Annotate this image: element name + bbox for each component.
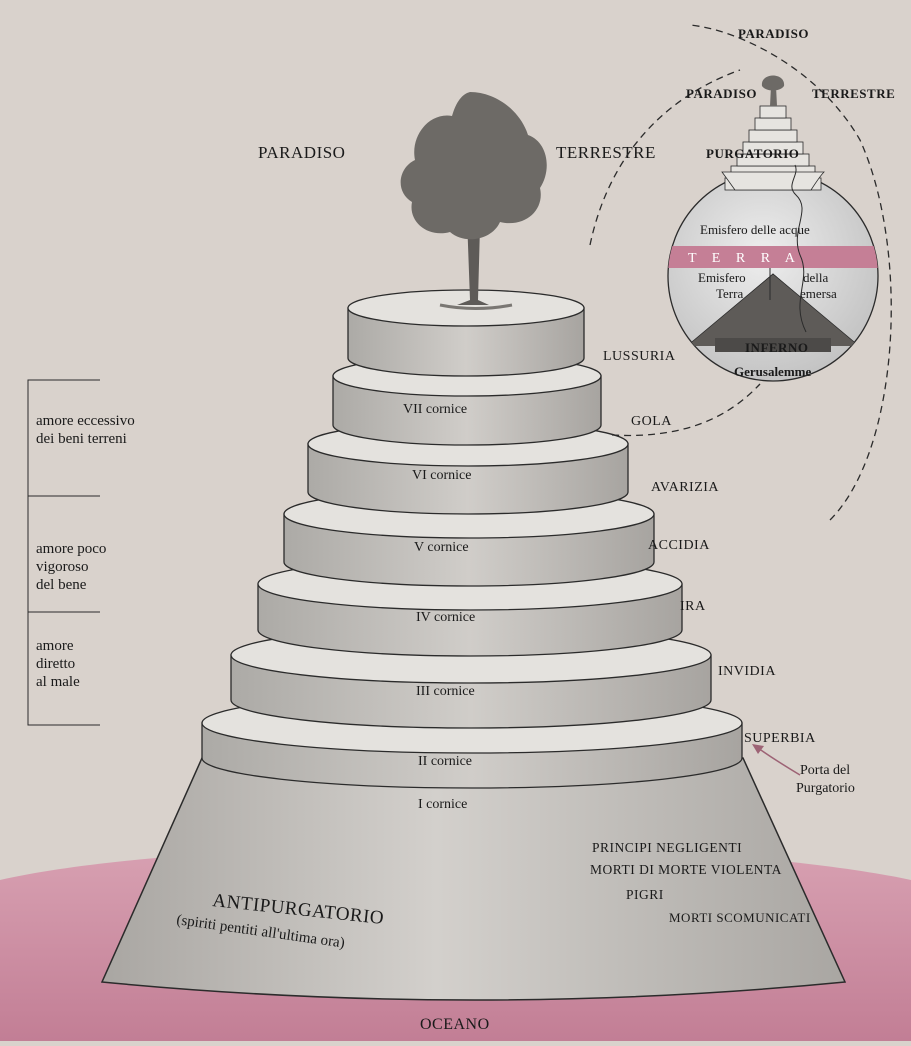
cornice-wall <box>347 307 585 377</box>
cornice-label: I cornice <box>418 797 467 812</box>
love-label-line: al male <box>36 674 80 690</box>
dashed-arc-outer <box>689 24 892 521</box>
inset-paradiso-terrestre-left: PARADISO <box>686 86 757 101</box>
love-label-line: del bene <box>36 577 87 593</box>
earth-inset <box>667 75 879 382</box>
inset-gerusalemme: Gerusalemme <box>734 364 811 379</box>
tree-icon <box>400 92 547 310</box>
terra-band <box>668 246 878 268</box>
inset-inferno: INFERNO <box>745 340 808 355</box>
inset-emisfero-terra-left-1: Emisfero <box>698 270 746 285</box>
cornice-label: VII cornice <box>403 402 467 417</box>
cornice-label: V cornice <box>414 540 469 555</box>
cornice-label: II cornice <box>418 754 472 769</box>
inferno-base <box>715 338 831 352</box>
inset-emisfero-terra-left-2: Terra <box>716 286 743 301</box>
porta-arrow <box>757 747 801 776</box>
cornici-group <box>201 289 743 789</box>
porta-label-line1: Porta del <box>800 763 850 778</box>
cornice-7 <box>347 289 585 377</box>
inset-purgatorio: PURGATORIO <box>706 146 799 161</box>
porta-label-line2: Purgatorio <box>796 781 855 796</box>
inferno-ring <box>686 273 860 347</box>
cornice-label: IV cornice <box>416 610 475 625</box>
cornice-label: III cornice <box>416 684 475 699</box>
sin-labels: SUPERBIA INVIDIA IRA ACCIDIA AVARIZIA GOLA LUS… <box>603 349 816 746</box>
group-pigri: PIGRI <box>626 887 664 902</box>
mini-antipurgatorio <box>721 171 825 191</box>
inset-emisfero-acque: Emisfero delle acque <box>700 222 810 237</box>
porta-arrow-head <box>752 744 764 754</box>
ocean-label: OCEANO <box>420 1016 490 1033</box>
sin-label: AVARIZIA <box>651 480 719 495</box>
love-label-line: vigoroso <box>36 559 89 575</box>
inset-emisfero-terra-right-1: della <box>803 270 828 285</box>
inset-paradiso-terrestre-right: TERRESTRE <box>812 86 895 101</box>
inferno-funnel <box>686 273 860 352</box>
dashed-arc-low <box>611 383 761 437</box>
sin-label: IRA <box>680 599 706 614</box>
paradiso-label: PARADISO <box>258 143 345 162</box>
mini-cornice <box>759 105 787 119</box>
sin-label: LUSSURIA <box>603 349 676 364</box>
love-brackets <box>27 379 100 726</box>
mini-tree-icon <box>761 75 785 106</box>
mini-cornice <box>748 129 798 143</box>
terrestre-label: TERRESTRE <box>556 143 656 162</box>
love-label-line: diretto <box>36 656 75 672</box>
love-label-line: amore <box>36 638 74 654</box>
mini-cornice <box>754 117 792 131</box>
group-principi: PRINCIPI NEGLIGENTI <box>592 840 742 855</box>
cornice-labels: I cornice II cornice III cornice IV cornice… <box>403 402 475 812</box>
path-to-paradise <box>791 164 807 333</box>
sin-label: GOLA <box>631 414 672 429</box>
sin-label: INVIDIA <box>718 664 776 679</box>
love-label-line: amore poco <box>36 541 106 557</box>
inset-emisfero-terra-right-2: emersa <box>800 286 837 301</box>
love-label-line: dei beni terreni <box>36 431 127 447</box>
group-scomunicati: MORTI SCOMUNICATI <box>669 910 811 925</box>
cornice-label: VI cornice <box>412 468 471 483</box>
inset-terra: T E R R A <box>688 251 801 266</box>
mini-purgatorio <box>721 75 825 191</box>
antipurgatorio-cone <box>100 757 847 1001</box>
love-labels: amore eccessivo dei beni terreni amore poc… <box>36 413 135 690</box>
inset-paradiso: PARADISO <box>738 26 809 41</box>
love-label-line: amore eccessivo <box>36 413 135 429</box>
sin-label: ACCIDIA <box>648 538 710 553</box>
sin-label: SUPERBIA <box>744 731 816 746</box>
group-morti-violenta: MORTI DI MORTE VIOLENTA <box>590 862 782 877</box>
